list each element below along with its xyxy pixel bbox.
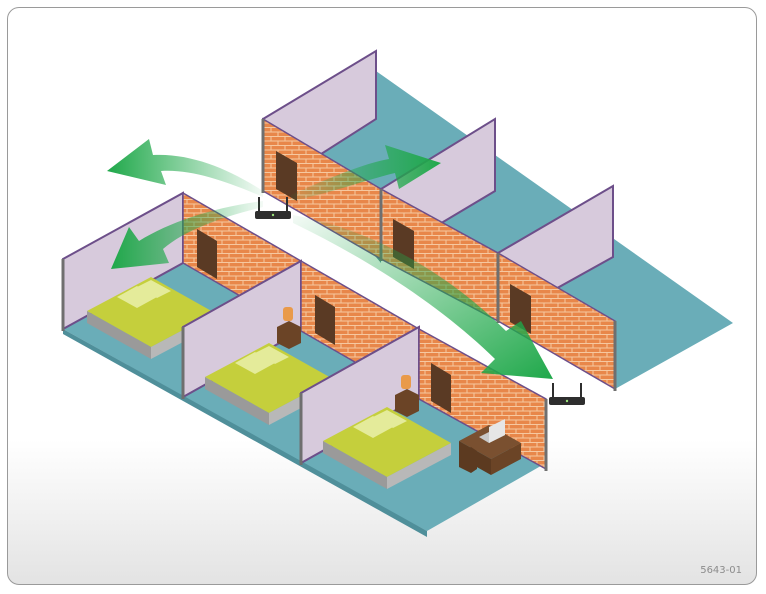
- hotel-wifi-diagram: [8, 8, 757, 585]
- lamp: [401, 375, 411, 389]
- diagram-frame: 5643-01: [7, 7, 757, 585]
- nightstand: [395, 389, 419, 417]
- wifi-router-icon: [549, 383, 585, 405]
- figure-id: 5643-01: [700, 565, 742, 576]
- signal-arrow: [107, 139, 263, 197]
- lamp: [283, 307, 293, 321]
- nightstand: [277, 321, 301, 349]
